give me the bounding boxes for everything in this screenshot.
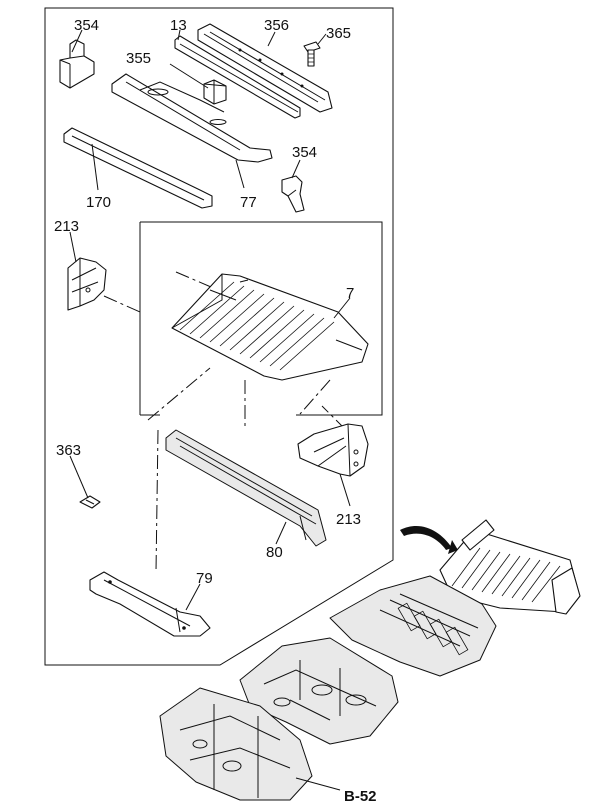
label-77: 77 <box>240 194 257 211</box>
label-7: 7 <box>346 285 354 302</box>
assembled-mid-floor <box>329 575 497 677</box>
bracket-79 <box>89 571 211 637</box>
label-356: 356 <box>264 17 289 34</box>
member-77 <box>111 73 273 163</box>
assembly-arrow <box>400 526 458 554</box>
label-355: 355 <box>126 50 151 67</box>
assembled-dash-panel <box>159 687 313 801</box>
label-79: 79 <box>196 570 213 587</box>
label-365: 365 <box>326 25 351 42</box>
plate-363 <box>79 495 101 509</box>
label-213-left: 213 <box>54 218 79 235</box>
rail-356 <box>197 23 333 113</box>
parts-frame <box>44 7 394 666</box>
floor-panel-box <box>140 221 383 416</box>
label-213-right: 213 <box>336 511 361 528</box>
gusset-213-left <box>67 257 107 311</box>
bracket-354-right <box>281 175 305 213</box>
bracket-355 <box>203 79 227 105</box>
assembled-rear-floor <box>439 519 581 615</box>
floor-panel-7 <box>171 273 369 381</box>
bracket-354-top <box>59 39 95 89</box>
bolt-365 <box>303 41 321 67</box>
rail-170 <box>63 127 213 209</box>
member-80 <box>165 429 327 547</box>
label-ref-b52: B-52 <box>344 788 377 805</box>
gusset-213-right <box>297 423 369 477</box>
rail-13 <box>174 35 301 119</box>
label-13: 13 <box>170 17 187 34</box>
label-170: 170 <box>86 194 111 211</box>
label-80: 80 <box>266 544 283 561</box>
label-363: 363 <box>56 442 81 459</box>
label-354-top: 354 <box>74 17 99 34</box>
label-354-right: 354 <box>292 144 317 161</box>
